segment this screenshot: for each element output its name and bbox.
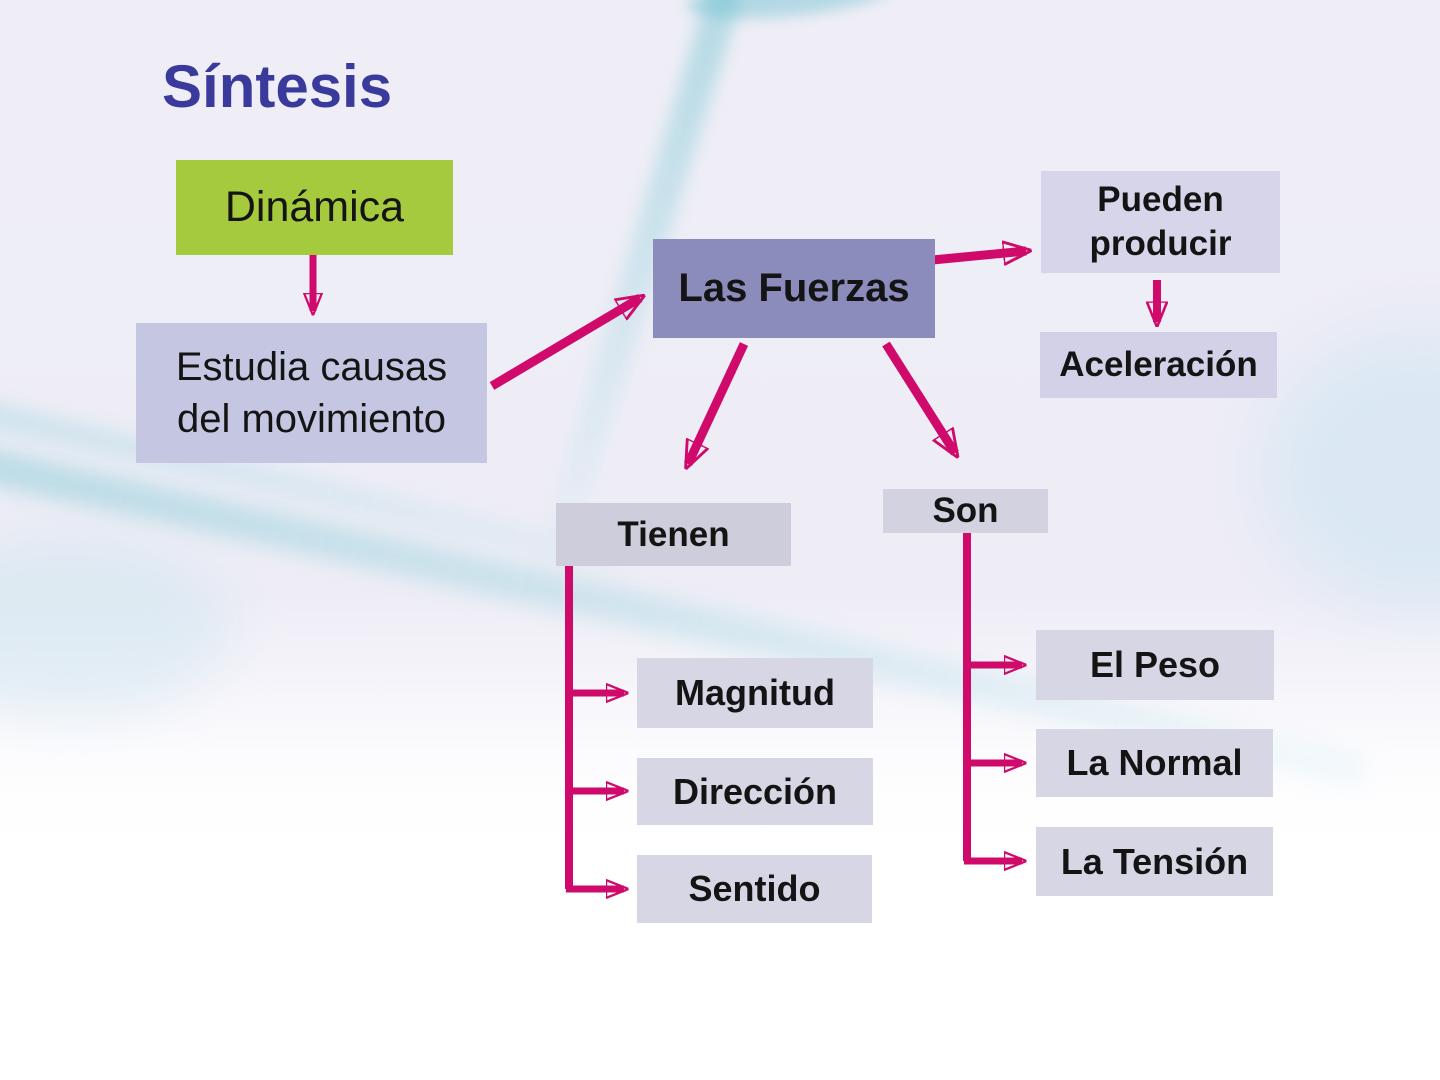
arrow-fuerzas-pueden xyxy=(921,251,1026,261)
node-son: Son xyxy=(883,489,1048,533)
node-tienen: Tienen xyxy=(556,503,791,566)
node-la-tension-label: La Tensión xyxy=(1060,840,1249,882)
node-aceleracion-label: Aceleración xyxy=(1059,345,1258,384)
node-la-tension: La Tensión xyxy=(1036,827,1273,896)
node-las-fuerzas: Las Fuerzas xyxy=(653,239,935,338)
background-right-glow xyxy=(1262,330,1440,610)
node-la-normal: La Normal xyxy=(1036,729,1273,797)
node-direccion: Dirección xyxy=(637,758,873,825)
node-estudia-causas-label: Estudia causas del movimiento xyxy=(175,345,448,441)
node-sentido: Sentido xyxy=(637,855,872,923)
slide-title: Síntesis xyxy=(162,53,393,120)
arrow-fuerzas-tienen xyxy=(683,342,749,464)
node-el-peso-label: El Peso xyxy=(1089,644,1221,685)
node-son-label: Son xyxy=(932,491,999,530)
node-direccion-label: Dirección xyxy=(672,770,838,812)
background-left-glow xyxy=(0,535,230,715)
node-tienen-label: Tienen xyxy=(617,514,730,554)
node-aceleracion: Aceleración xyxy=(1040,332,1277,398)
node-sentido-label: Sentido xyxy=(688,868,821,909)
background-top-arc xyxy=(684,0,898,27)
node-pueden-producir: Pueden producir xyxy=(1041,171,1280,273)
node-dinamica-label: Dinámica xyxy=(224,183,405,231)
node-la-normal-label: La Normal xyxy=(1066,742,1243,783)
arrow-estudia-fuerzas xyxy=(489,298,640,390)
node-el-peso: El Peso xyxy=(1036,630,1274,700)
arrow-fuerzas-son xyxy=(882,341,955,453)
node-las-fuerzas-label: Las Fuerzas xyxy=(678,266,910,310)
node-pueden-producir-label: Pueden producir xyxy=(1089,180,1232,263)
node-estudia-causas: Estudia causas del movimiento xyxy=(136,323,487,463)
node-magnitud-label: Magnitud xyxy=(675,672,835,713)
node-magnitud: Magnitud xyxy=(637,658,873,728)
node-dinamica: Dinámica xyxy=(176,160,453,255)
